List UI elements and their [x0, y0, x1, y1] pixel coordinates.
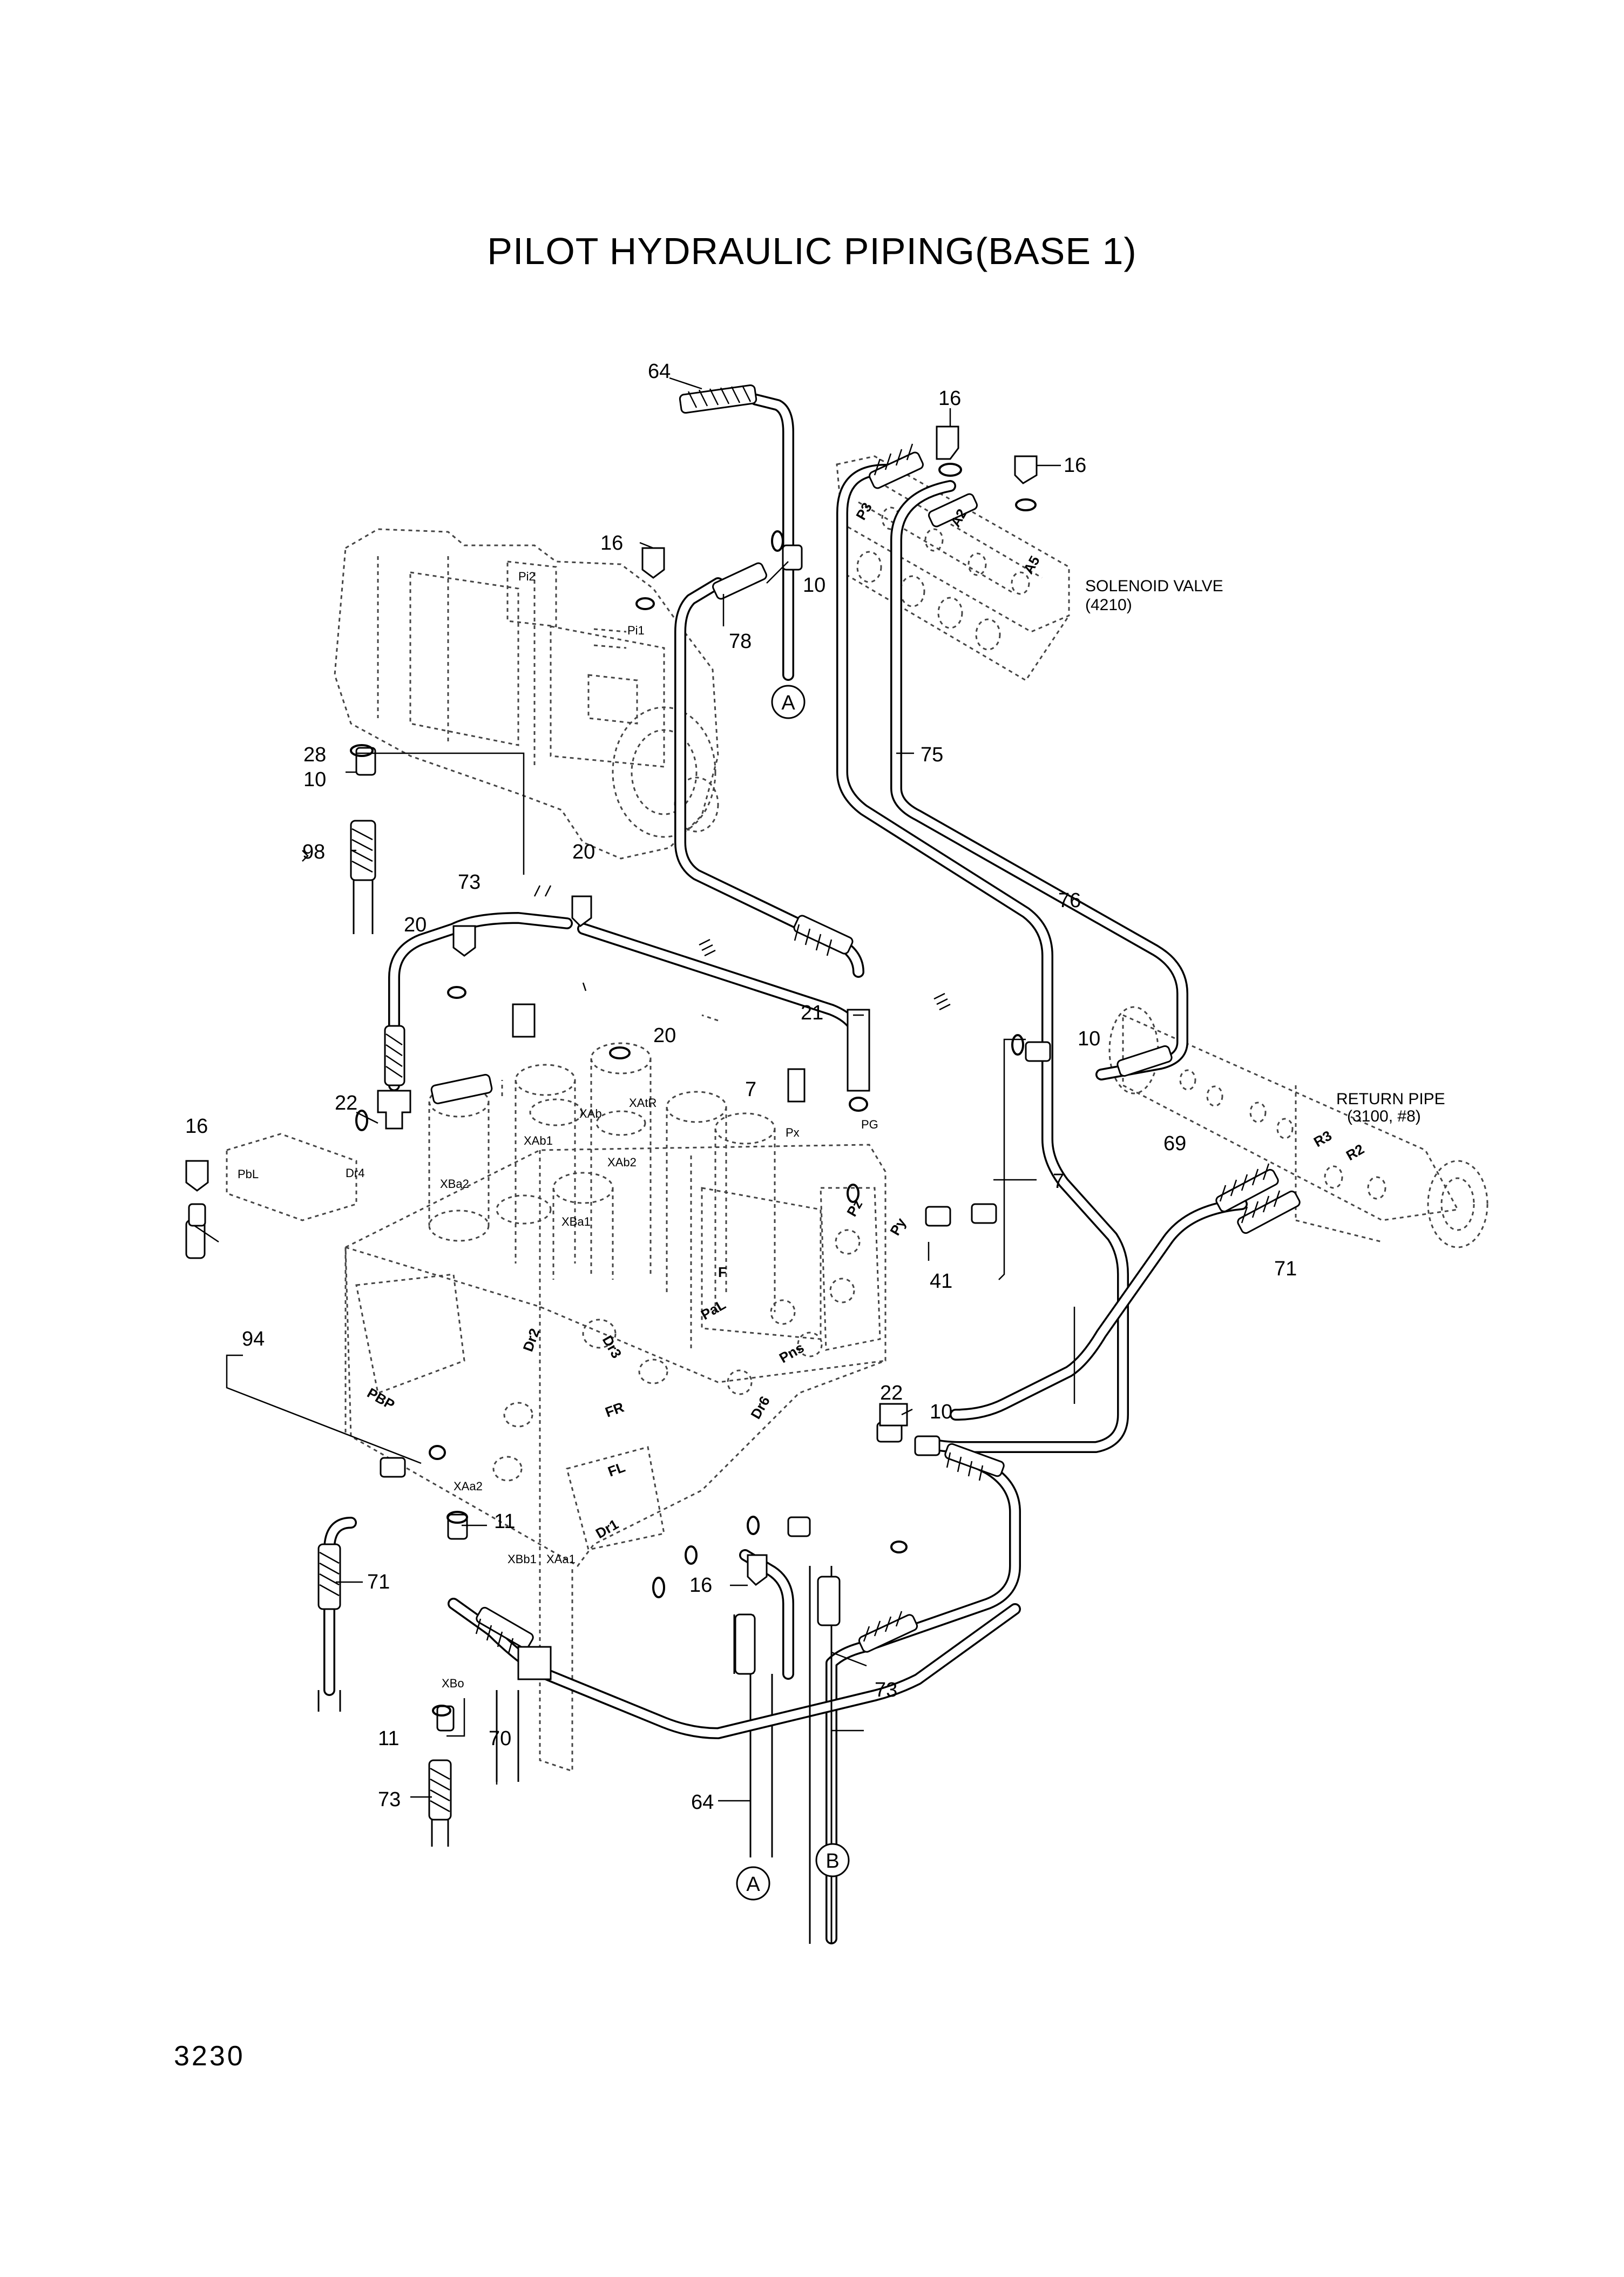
leader-lines [194, 377, 1075, 1802]
port-label: R2 [1343, 1141, 1367, 1164]
port-label: XAa1 [546, 1552, 576, 1566]
port-label: PBP [364, 1384, 397, 1413]
callout-70: 70 [489, 1727, 511, 1750]
callout-94: 94 [242, 1328, 265, 1350]
connector-a-top: A [771, 685, 806, 719]
callout-22: 22 [335, 1092, 357, 1114]
return-pipe-outline [1108, 1006, 1488, 1248]
callout-71: 71 [1274, 1258, 1297, 1280]
callout-75: 75 [921, 744, 943, 766]
port-label: Pi2 [518, 570, 536, 583]
port-label: XBa2 [440, 1177, 469, 1191]
callout-22: 22 [880, 1382, 903, 1404]
connector-b-bottom: B [815, 1843, 850, 1877]
port-label: Pns [776, 1339, 807, 1366]
callout-10: 10 [930, 1401, 952, 1423]
port-label: XAtR [629, 1096, 657, 1110]
callout-64: 64 [691, 1791, 714, 1814]
callout-28: 28 [303, 744, 326, 766]
hose-sleeves [185, 384, 1301, 1821]
port-label: R3 [1311, 1127, 1335, 1151]
callout-64: 64 [648, 360, 671, 383]
solenoid-valve-ref: (4210) [1085, 596, 1132, 614]
port-label: XAa2 [454, 1479, 483, 1493]
callout-11: 11 [378, 1727, 399, 1750]
callout-78: 78 [729, 630, 752, 653]
callout-10: 10 [803, 574, 825, 597]
o-rings [350, 463, 1037, 1717]
port-label: Pz [843, 1197, 865, 1219]
port-label: Dr3 [599, 1333, 625, 1361]
part-callouts: 16 16 64 16 10 78 28 10 98 20 73 75 76 2… [185, 360, 1297, 1814]
port-label: Dr6 [747, 1393, 773, 1422]
callout-41: 41 [930, 1270, 952, 1293]
connector-a-top-label: A [781, 692, 795, 714]
diagram-title: PILOT HYDRAULIC PIPING(BASE 1) [487, 230, 1137, 272]
callout-73: 73 [458, 871, 481, 894]
connector-a-bottom-label: A [746, 1873, 760, 1896]
port-label: XBb1 [508, 1552, 537, 1566]
pipe-runs [317, 394, 1248, 1944]
main-pump-outline [334, 528, 719, 860]
callout-73: 73 [875, 1679, 897, 1701]
port-label: Dr1 [593, 1516, 621, 1542]
callout-69: 69 [1163, 1132, 1186, 1155]
callout-16: 16 [938, 387, 961, 410]
port-label: F [718, 1264, 727, 1280]
port-label: XAb1 [524, 1134, 553, 1147]
port-label: FR [603, 1399, 626, 1421]
callout-71: 71 [367, 1571, 390, 1593]
port-label: XBa1 [561, 1215, 591, 1228]
callout-10: 10 [303, 768, 326, 791]
callout-98: 98 [302, 841, 325, 863]
callout-16: 16 [1064, 454, 1086, 477]
port-label: PG [861, 1118, 878, 1131]
callout-16: 16 [689, 1574, 712, 1597]
solenoid-valve-note: SOLENOID VALVE [1085, 577, 1223, 595]
callout-20: 20 [404, 914, 427, 936]
callout-11: 11 [494, 1510, 515, 1533]
callout-73: 73 [378, 1788, 401, 1811]
port-label: XBo [442, 1677, 464, 1690]
callout-20: 20 [572, 841, 595, 863]
return-pipe-ref: (3100, #8) [1347, 1107, 1421, 1125]
misc-marks [533, 885, 951, 1011]
callout-16: 16 [600, 532, 623, 555]
callout-21: 21 [801, 1002, 823, 1024]
port-label: FL [606, 1459, 627, 1480]
callout-7: 7 [1053, 1170, 1064, 1193]
port-label: XAb [579, 1107, 602, 1120]
callout-16: 16 [185, 1115, 208, 1138]
port-label: XAb2 [607, 1156, 637, 1169]
connector-b-bottom-label: B [825, 1850, 839, 1873]
fittings [185, 425, 1051, 1732]
callout-20: 20 [653, 1024, 676, 1047]
return-pipe-note: RETURN PIPE [1336, 1090, 1445, 1108]
port-label: Pi1 [627, 624, 645, 637]
port-label: Dr4 [346, 1166, 364, 1180]
port-label: PbL [238, 1167, 259, 1181]
callout-7: 7 [745, 1078, 756, 1101]
connector-a-bottom: A [736, 1866, 770, 1901]
callout-10: 10 [1078, 1028, 1100, 1050]
port-label: Px [786, 1126, 800, 1139]
port-label: P3 [852, 499, 875, 523]
page-number: 3230 [174, 2040, 245, 2072]
port-label: Py [887, 1215, 909, 1238]
callout-76: 76 [1058, 889, 1081, 912]
